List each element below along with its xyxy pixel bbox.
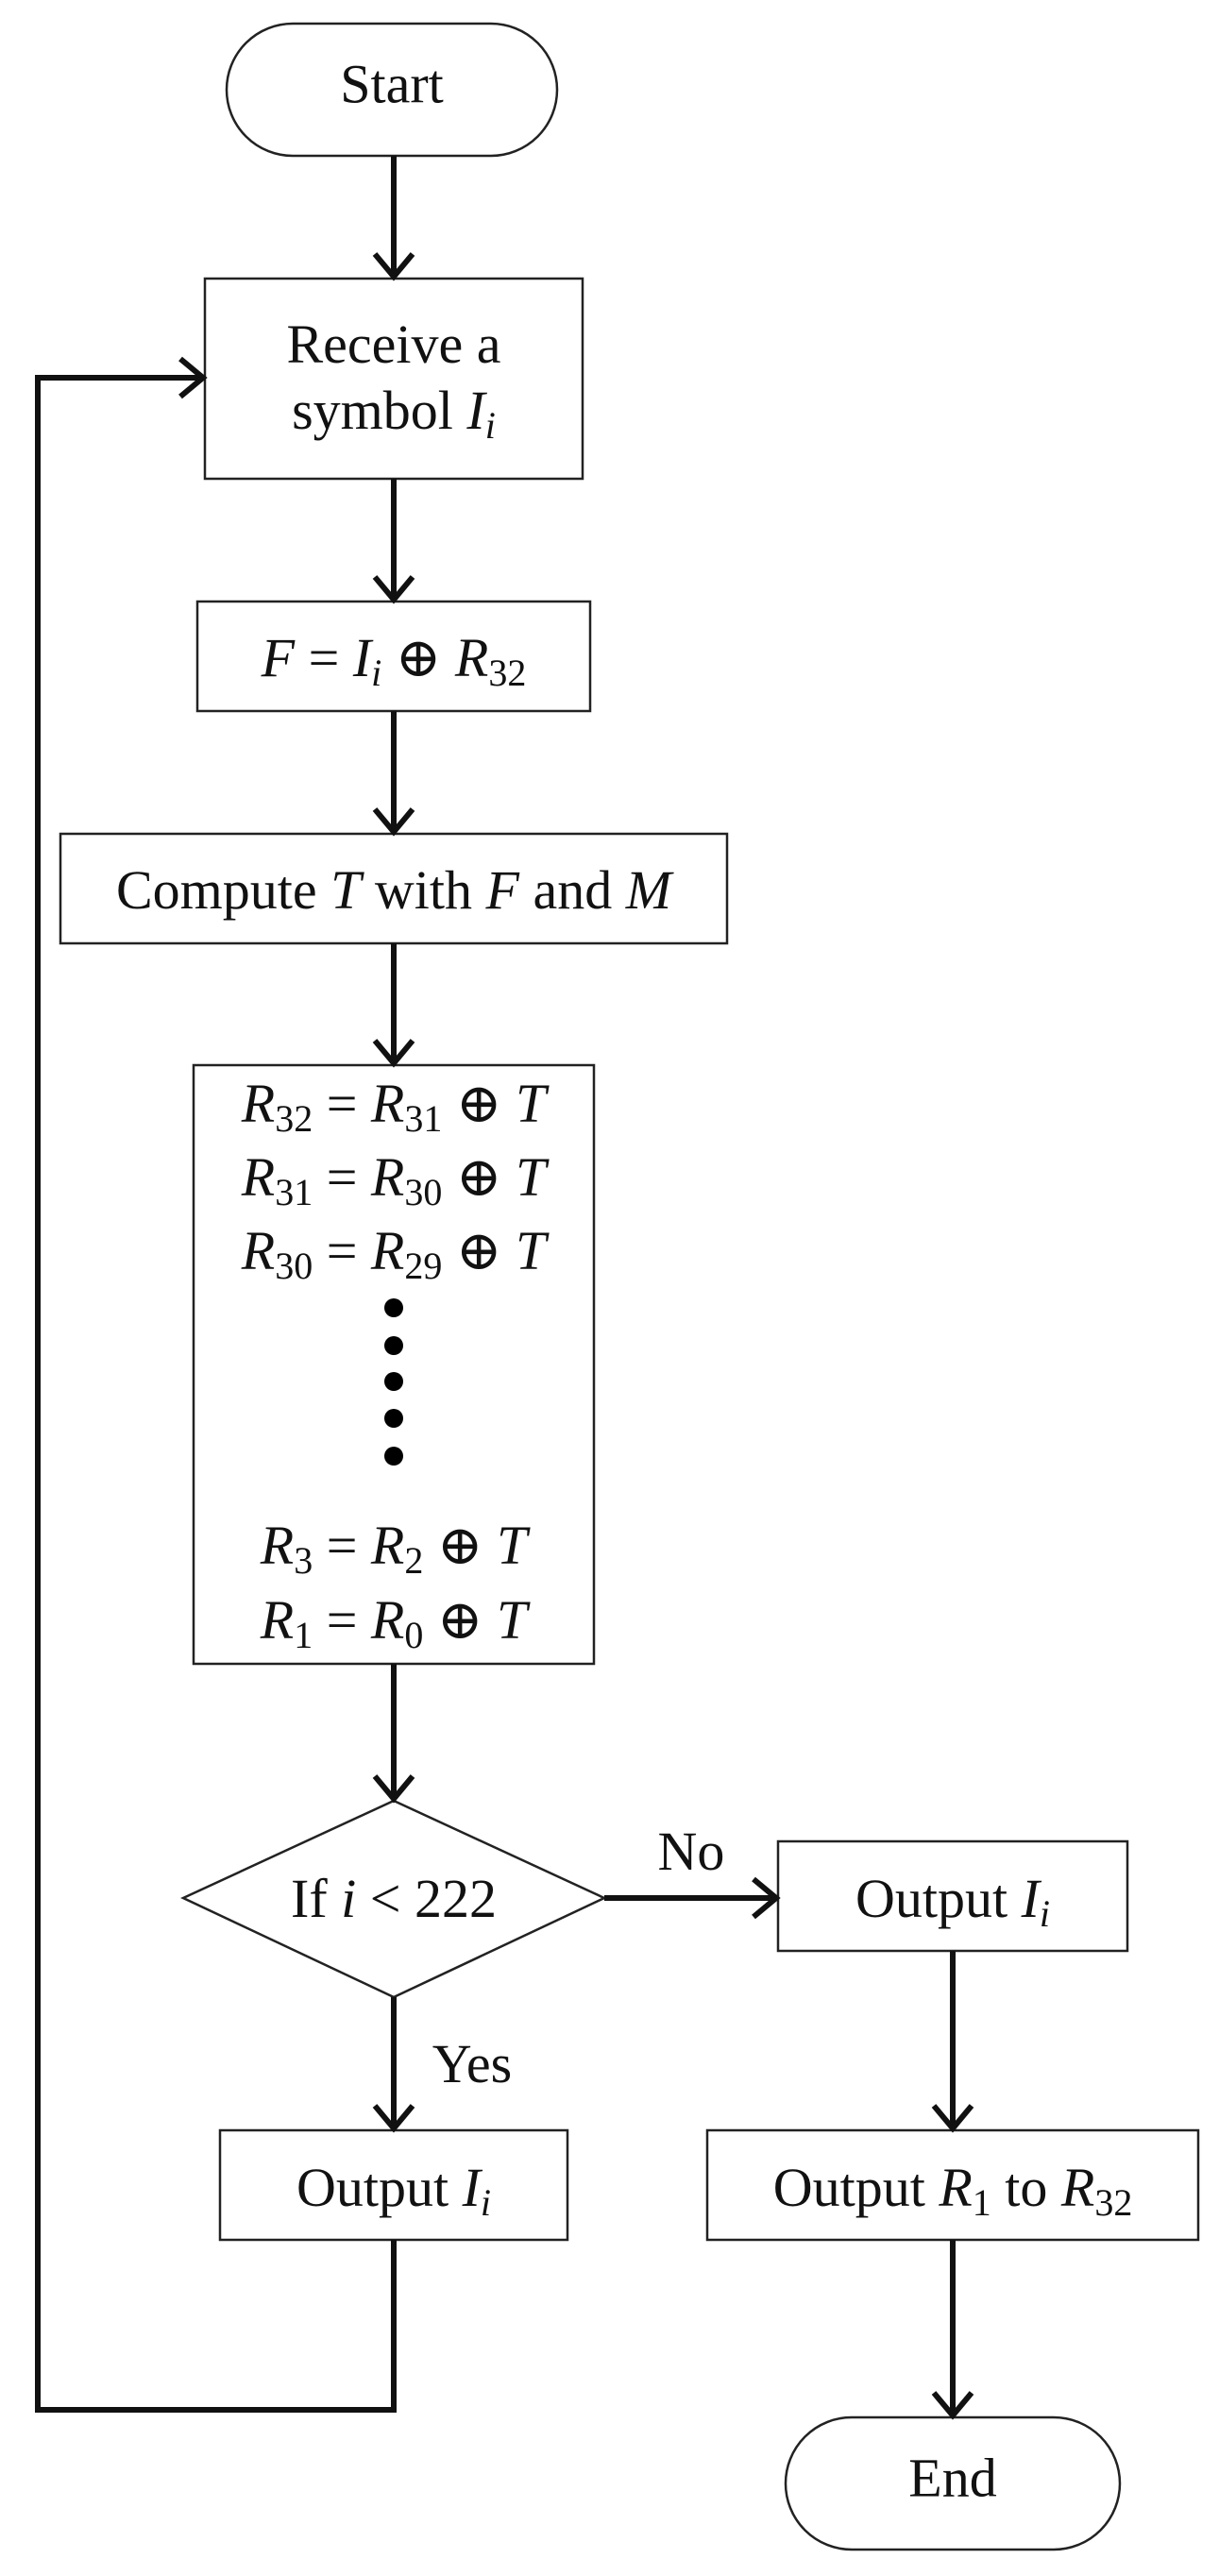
receive-label-line2: symbol Ii: [292, 380, 496, 447]
arrowhead: [372, 2104, 415, 2133]
flow-connectors: [35, 156, 974, 2420]
arrowhead: [372, 575, 415, 604]
ellipsis-dot: [384, 1298, 403, 1317]
arrowhead: [372, 252, 415, 281]
f-assign-box: [195, 600, 592, 713]
ellipsis-dot: [384, 1447, 403, 1466]
register-update-box: [192, 1063, 596, 1666]
arrowhead: [752, 1876, 781, 1920]
output-ii-label-right: Output Ii: [855, 1868, 1050, 1935]
compute-label: Compute T with F and M: [116, 859, 674, 921]
ellipsis-dots: [384, 1298, 403, 1466]
output-ii-box-left: [218, 2128, 569, 2242]
register-update-line: R3 = R2 ⊕ T: [260, 1515, 531, 1582]
output-registers-label: Output R1 to R32: [773, 2157, 1133, 2224]
receive-label-line1: Receive a: [286, 314, 500, 375]
connector-loop-back: [35, 375, 397, 2413]
register-update-line: R31 = R30 ⊕ T: [241, 1146, 550, 1213]
start-label: Start: [340, 53, 444, 114]
register-update-line: R30 = R29 ⊕ T: [241, 1220, 550, 1287]
arrowhead: [372, 1039, 415, 1068]
receive-symbol-box: [203, 277, 584, 481]
f-assign-label: F = Ii ⊕ R32: [261, 627, 527, 694]
arrowhead: [931, 2391, 974, 2420]
end-label: End: [908, 2447, 996, 2508]
edge-label-yes: Yes: [432, 2033, 512, 2094]
ellipsis-dot: [384, 1409, 403, 1428]
arrowhead: [372, 807, 415, 837]
register-update-line: R32 = R31 ⊕ T: [241, 1073, 550, 1140]
ellipsis-dot: [384, 1336, 403, 1355]
arrowhead: [931, 2104, 974, 2133]
arrowhead: [178, 356, 208, 399]
register-update-line: R1 = R0 ⊕ T: [260, 1589, 531, 1656]
ellipsis-dot: [384, 1372, 403, 1391]
edge-label-no: No: [658, 1821, 725, 1882]
output-ii-label-left: Output Ii: [296, 2157, 491, 2224]
decision-label: If i < 222: [291, 1868, 497, 1929]
arrowhead: [372, 1774, 415, 1804]
